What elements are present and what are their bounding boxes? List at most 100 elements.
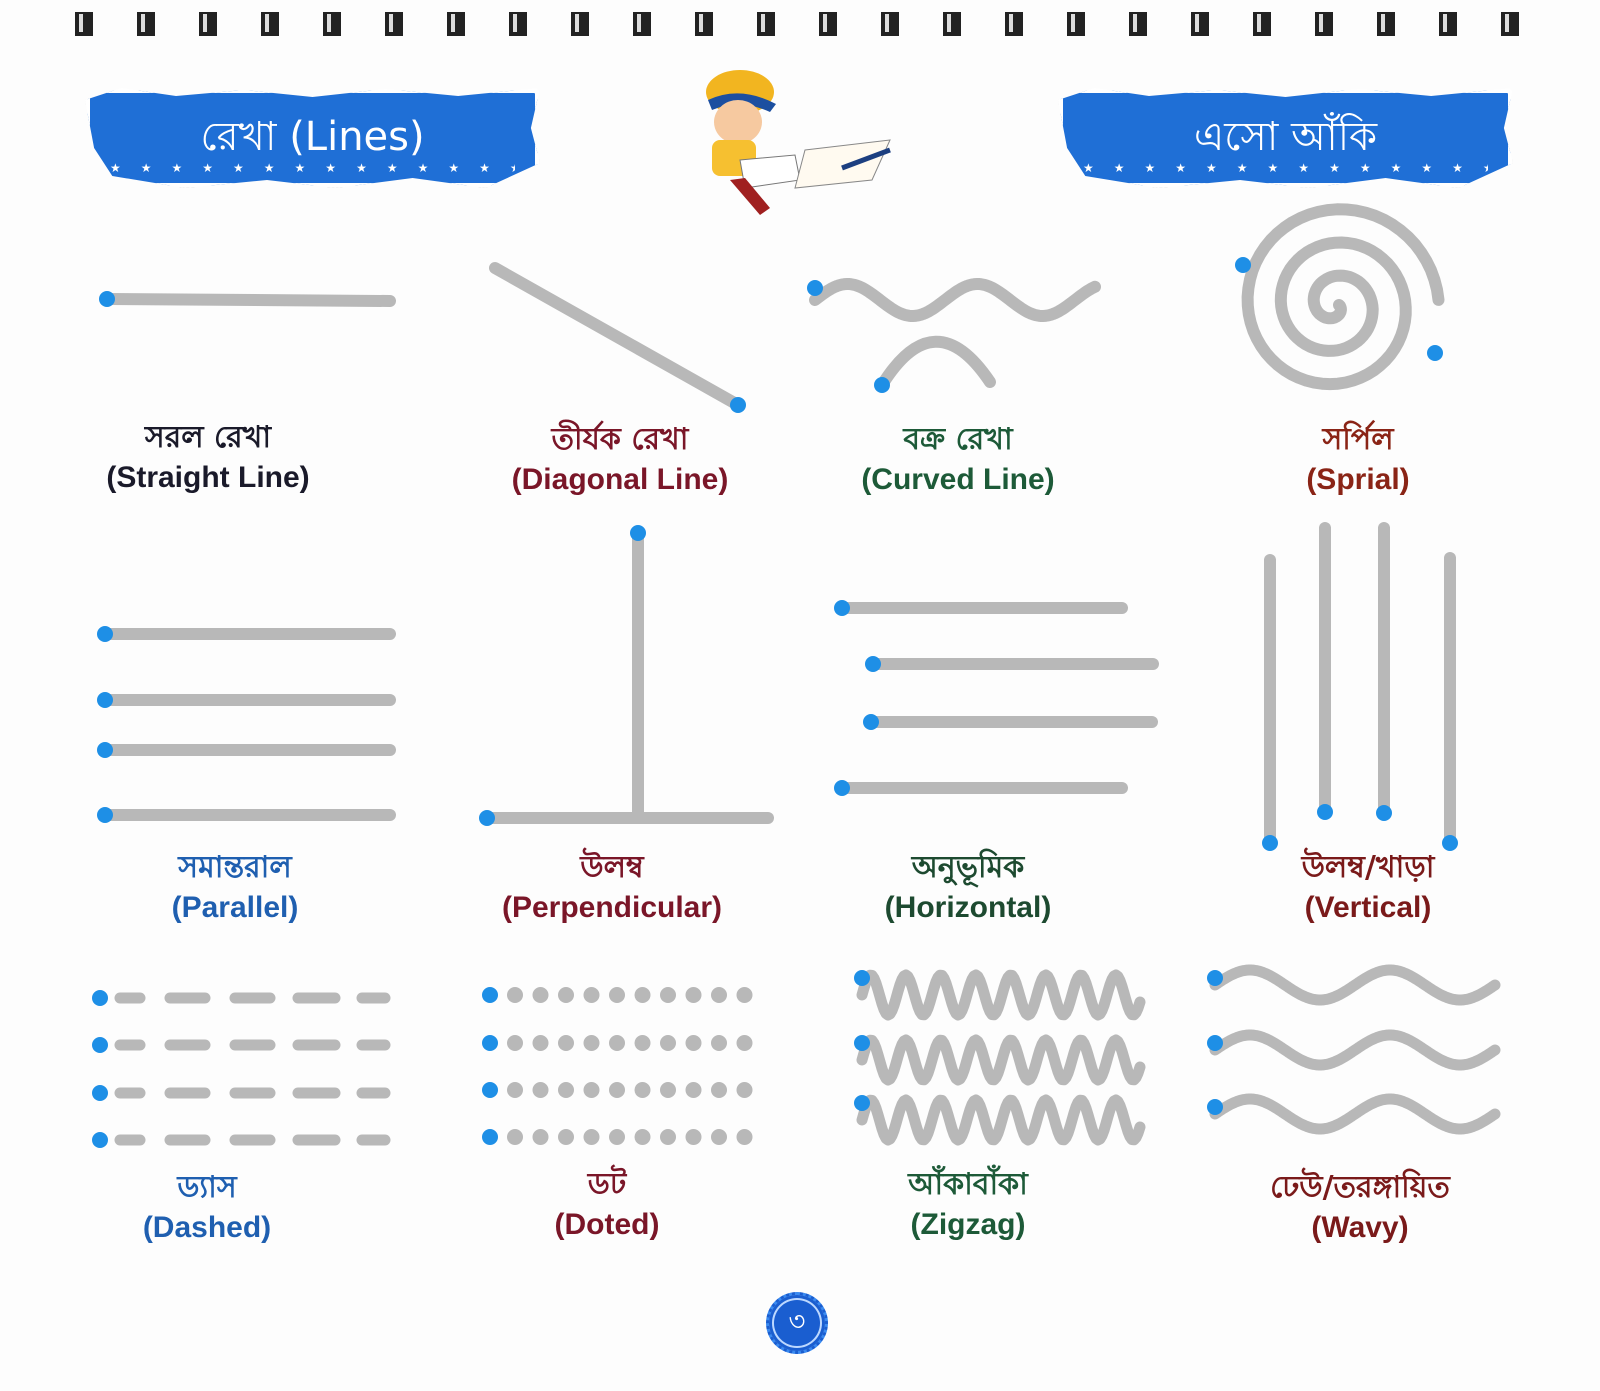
zigzag-trace bbox=[856, 1094, 1146, 1146]
label-bengali: সর্পিল bbox=[1322, 422, 1394, 457]
gray-dot bbox=[558, 1082, 574, 1098]
gray-dot bbox=[558, 1129, 574, 1145]
line-type-label: সমান্তরাল(Parallel) bbox=[75, 848, 395, 928]
gray-dot bbox=[507, 1082, 523, 1098]
gray-dot bbox=[711, 1035, 727, 1051]
label-bengali: ঢেউ/তরঙ্গায়িত bbox=[1270, 1170, 1450, 1205]
line-type-label: সর্পিল (Sprial) bbox=[1198, 420, 1518, 500]
gray-dot bbox=[532, 1035, 549, 1051]
line-type-label: ঢেউ/তরঙ্গায়িত(Wavy) bbox=[1200, 1168, 1520, 1248]
start-dot bbox=[97, 742, 113, 758]
gray-dot bbox=[685, 1082, 702, 1098]
star-border: ★★★★★★★★★★★★★★★★ bbox=[1083, 161, 1488, 175]
start-dot bbox=[1427, 345, 1443, 361]
binding-hole bbox=[885, 14, 889, 32]
spiral-binding bbox=[75, 12, 1519, 36]
label-english: (Zigzag) bbox=[910, 1208, 1026, 1241]
start-dot bbox=[92, 1132, 108, 1148]
line-type-label: ডট(Doted) bbox=[447, 1165, 767, 1245]
binding-ring bbox=[385, 12, 403, 36]
line-type-label: ড্যাস(Dashed) bbox=[47, 1168, 367, 1248]
binding-ring bbox=[1439, 12, 1457, 36]
start-dot bbox=[854, 970, 870, 986]
gray-dot bbox=[634, 987, 651, 1003]
binding-hole bbox=[265, 14, 269, 32]
start-dot bbox=[97, 626, 113, 642]
label-english: (Dashed) bbox=[142, 1211, 272, 1244]
binding-hole bbox=[637, 14, 641, 32]
label-bengali: সরল রেখা bbox=[144, 420, 272, 455]
binding-ring bbox=[261, 12, 279, 36]
gray-dot bbox=[660, 1035, 676, 1051]
binding-hole bbox=[1381, 14, 1385, 32]
binding-ring bbox=[1501, 12, 1519, 36]
binding-ring bbox=[1005, 12, 1023, 36]
binding-hole bbox=[1009, 14, 1013, 32]
gray-dot bbox=[634, 1035, 651, 1051]
binding-ring bbox=[1129, 12, 1147, 36]
start-dot bbox=[1376, 805, 1392, 821]
gray-dot bbox=[532, 987, 549, 1003]
gray-dot bbox=[711, 1129, 727, 1145]
binding-hole bbox=[1319, 14, 1323, 32]
binding-ring bbox=[447, 12, 465, 36]
binding-ring bbox=[1377, 12, 1395, 36]
zigzag-trace bbox=[856, 1034, 1146, 1086]
binding-hole bbox=[327, 14, 331, 32]
gray-dot bbox=[660, 987, 676, 1003]
binding-hole bbox=[761, 14, 765, 32]
gray-dot bbox=[583, 1035, 600, 1051]
gray-dot bbox=[685, 1035, 702, 1051]
gray-dot bbox=[634, 1082, 651, 1098]
gray-dot bbox=[507, 1129, 523, 1145]
binding-ring bbox=[199, 12, 217, 36]
gray-dot bbox=[711, 1082, 727, 1098]
binding-hole bbox=[947, 14, 951, 32]
binding-ring bbox=[571, 12, 589, 36]
binding-hole bbox=[1443, 14, 1447, 32]
binding-ring bbox=[1067, 12, 1085, 36]
label-english: (Straight Line) bbox=[106, 461, 310, 494]
label-bengali: উলম্ব/খাড়া bbox=[1301, 850, 1435, 885]
start-dot bbox=[92, 1085, 108, 1101]
gray-dot bbox=[660, 1082, 676, 1098]
start-dot bbox=[874, 377, 890, 393]
start-dot bbox=[479, 810, 495, 826]
gray-dot bbox=[507, 987, 523, 1003]
label-bengali: আঁকাবাঁকা bbox=[908, 1167, 1028, 1202]
start-dot bbox=[92, 1037, 108, 1053]
start-dot bbox=[97, 692, 113, 708]
gray-dot bbox=[532, 1082, 549, 1098]
line-type-label: অনুভূমিক(Horizontal) bbox=[808, 848, 1128, 928]
start-dot bbox=[1442, 835, 1458, 851]
gray-dot bbox=[583, 1082, 600, 1098]
wavy-trace bbox=[1209, 964, 1501, 1006]
star-border: ★★★★★★★★★★★★★★★★ bbox=[110, 161, 515, 175]
label-bengali: সমান্তরাল bbox=[178, 850, 292, 885]
binding-ring bbox=[757, 12, 775, 36]
binding-hole bbox=[823, 14, 827, 32]
binding-hole bbox=[141, 14, 145, 32]
label-english: (Perpendicular) bbox=[501, 891, 723, 924]
label-english: (Sprial) bbox=[1306, 463, 1410, 496]
label-english: (Diagonal Line) bbox=[511, 463, 729, 496]
line-type-label: উলম্ব/খাড়া(Vertical) bbox=[1208, 848, 1528, 928]
wavy-trace bbox=[1209, 1029, 1501, 1071]
tracing-lines bbox=[92, 203, 1501, 1148]
binding-hole bbox=[699, 14, 703, 32]
binding-hole bbox=[1071, 14, 1075, 32]
gray-dot bbox=[583, 1129, 600, 1145]
binding-hole bbox=[575, 14, 579, 32]
start-dot bbox=[807, 280, 823, 296]
gray-dot bbox=[736, 1129, 753, 1145]
binding-ring bbox=[881, 12, 899, 36]
binding-ring bbox=[1253, 12, 1271, 36]
title-lines: রেখা (Lines) bbox=[200, 113, 425, 160]
gray-dot bbox=[736, 1082, 753, 1098]
zigzag-trace bbox=[856, 969, 1146, 1021]
binding-hole bbox=[1505, 14, 1509, 32]
gray-dot bbox=[736, 987, 753, 1003]
binding-hole bbox=[451, 14, 455, 32]
gray-dot bbox=[507, 1035, 523, 1051]
